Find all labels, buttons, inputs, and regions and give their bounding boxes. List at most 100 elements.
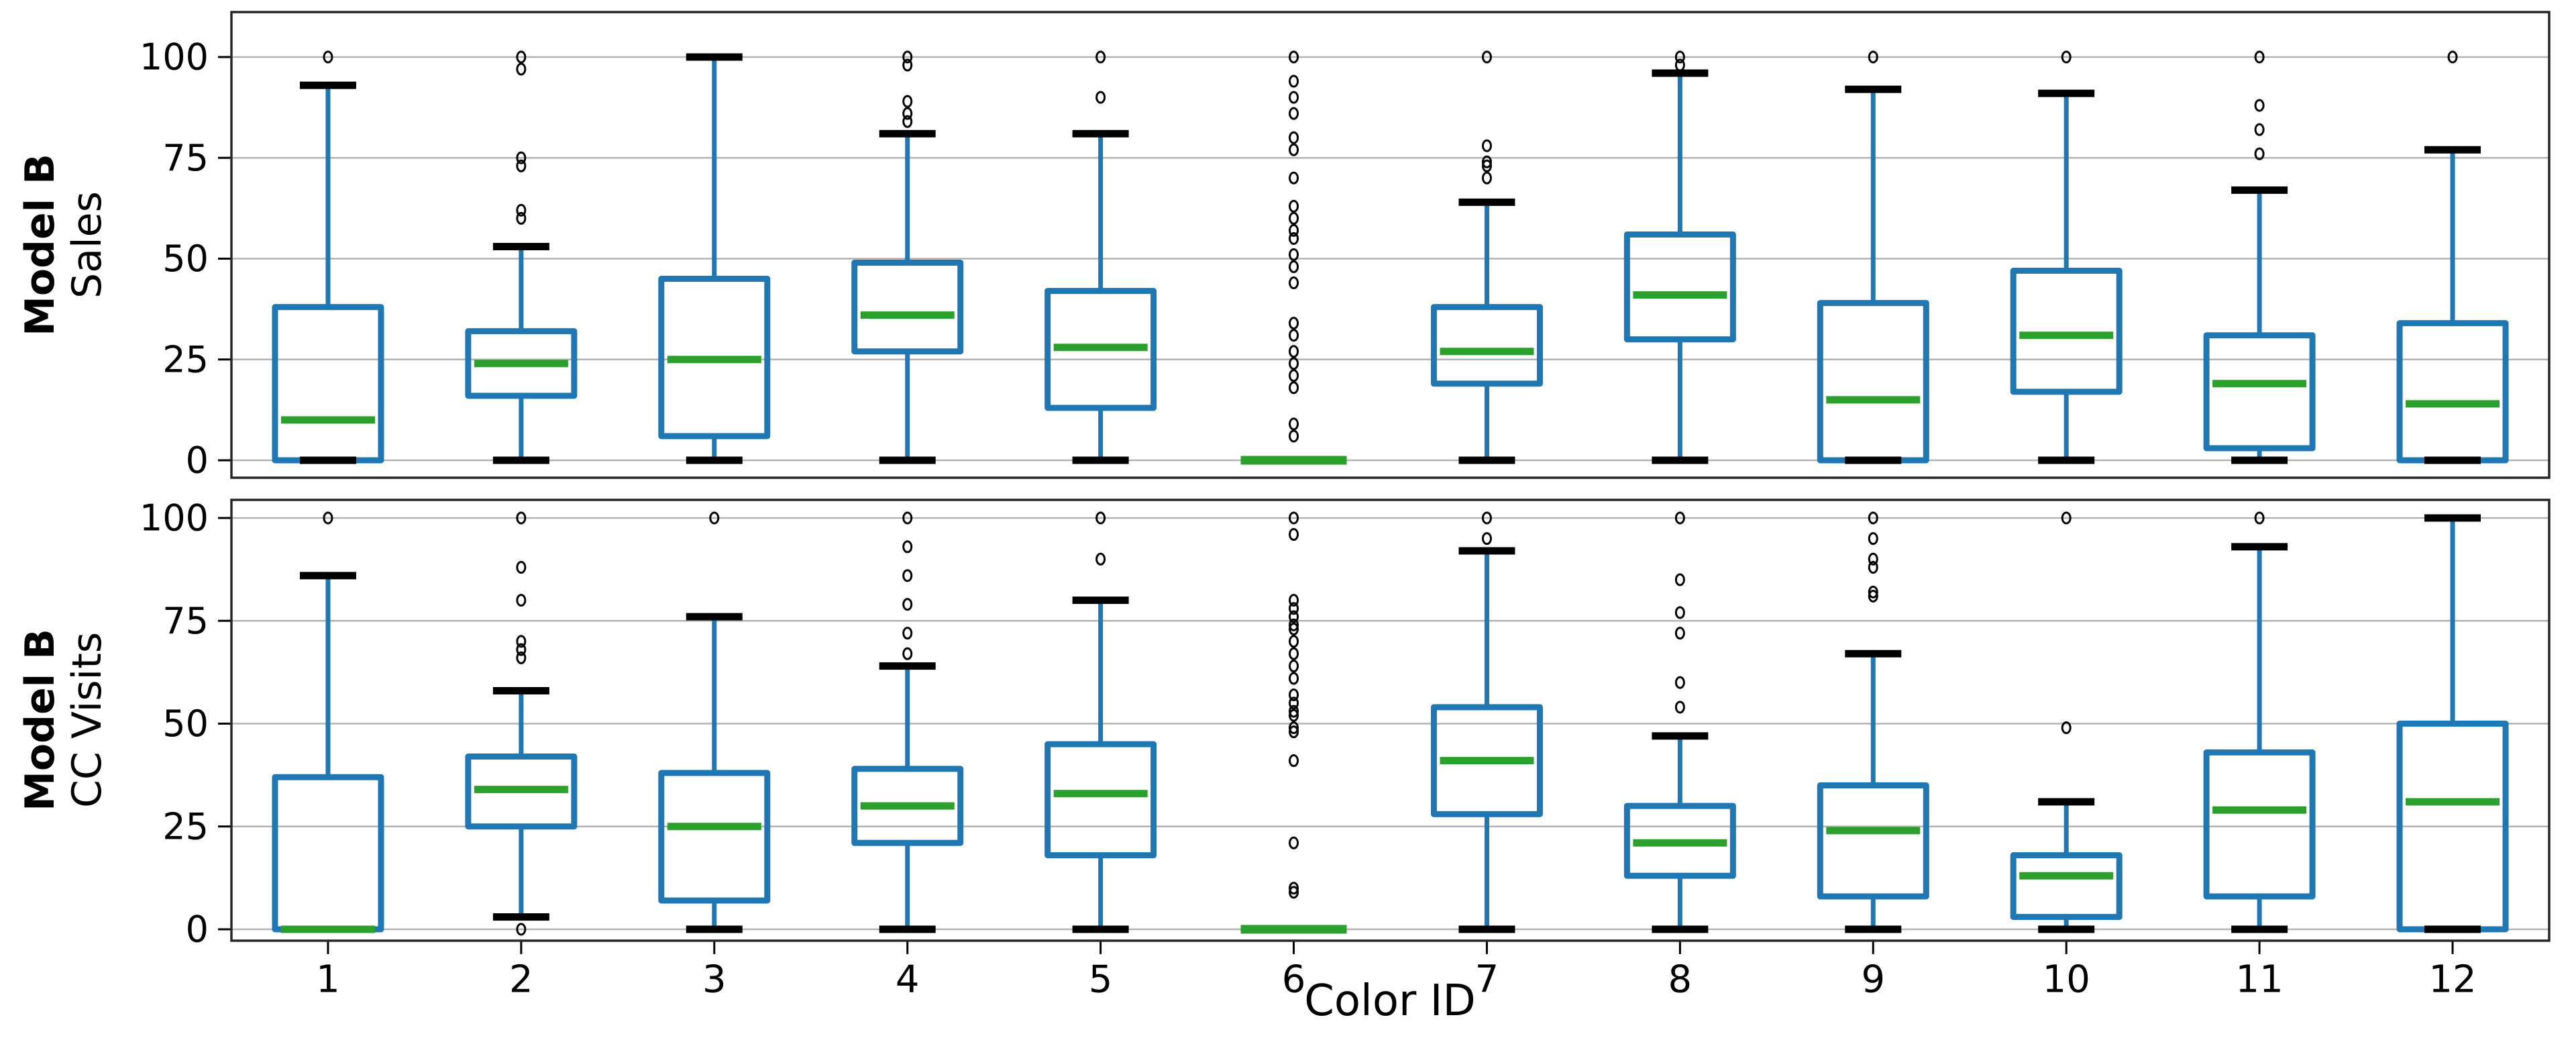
outlier-point	[1289, 709, 1299, 722]
outlier-point	[2254, 50, 2265, 64]
outlier-point	[1289, 345, 1299, 358]
outlier-point	[1868, 50, 1878, 64]
outlier-point	[516, 50, 527, 64]
outlier-point	[1289, 357, 1299, 370]
outlier-point	[516, 651, 527, 664]
box	[272, 304, 384, 464]
outlier-point	[1289, 705, 1299, 718]
x-tick-label: 12	[2428, 958, 2476, 1002]
outlier-point	[516, 211, 527, 225]
outlier-point	[2061, 50, 2072, 64]
outlier-point	[902, 647, 913, 660]
outlier-point	[1868, 589, 1878, 603]
outlier-point	[902, 107, 913, 120]
box	[2203, 332, 2316, 452]
box	[1044, 741, 1157, 859]
box	[1430, 704, 1543, 817]
outlier-point	[1674, 676, 1685, 689]
outlier-point	[1481, 155, 1492, 168]
outlier-point	[1674, 511, 1685, 525]
outlier-point	[1095, 91, 1106, 104]
outlier-point	[1289, 660, 1299, 673]
outlier-point	[902, 540, 913, 554]
box	[272, 774, 384, 933]
outlier-point	[1289, 74, 1299, 88]
y-tick-label: 0	[186, 439, 209, 482]
outlier-point	[1289, 647, 1299, 660]
outlier-point	[902, 95, 913, 108]
x-tick-label: 7	[1475, 958, 1499, 1002]
outlier-point	[516, 561, 527, 574]
outlier-point	[1289, 223, 1299, 237]
outlier-point	[1868, 532, 1878, 545]
outlier-point	[902, 627, 913, 640]
outlier-point	[902, 511, 913, 525]
outlier-point	[1095, 50, 1106, 64]
outlier-point	[1289, 594, 1299, 607]
outlier-point	[1289, 610, 1299, 623]
box	[465, 328, 578, 399]
outlier-point	[1095, 511, 1106, 525]
outlier-point	[1674, 58, 1685, 72]
outlier-point	[1481, 532, 1492, 545]
outlier-point	[1289, 329, 1299, 342]
outlier-point	[2061, 721, 2072, 735]
outlier-point	[1289, 886, 1299, 899]
box	[1430, 304, 1543, 387]
outlier-point	[709, 511, 720, 525]
outlier-point	[2061, 511, 2072, 525]
box	[851, 260, 964, 355]
x-tick-label: 11	[2235, 958, 2283, 1002]
outlier-point	[1481, 50, 1492, 64]
outlier-point	[2254, 99, 2265, 112]
outlier-point	[1481, 159, 1492, 172]
outlier-point	[1289, 511, 1299, 525]
outlier-point	[1289, 143, 1299, 156]
y-axis-label-bottom-main: Model B	[17, 629, 64, 811]
y-axis-label-top-main: Model B	[17, 154, 64, 336]
outlier-point	[1289, 688, 1299, 702]
outlier-point	[1481, 511, 1492, 525]
x-tick-label: 9	[1861, 958, 1885, 1002]
outlier-point	[1289, 171, 1299, 185]
outlier-point	[1289, 836, 1299, 849]
outlier-point	[1289, 91, 1299, 104]
outlier-point	[1481, 139, 1492, 152]
outlier-point	[2447, 50, 2458, 64]
box	[2010, 852, 2123, 921]
x-tick-label: 4	[896, 958, 920, 1002]
y-axis-label-top-sub: Sales	[64, 191, 111, 299]
x-tick-label: 8	[1668, 958, 1693, 1002]
outlier-point	[902, 50, 913, 64]
box	[658, 770, 771, 904]
box	[2203, 749, 2316, 900]
outlier-point	[1289, 199, 1299, 213]
y-tick-label: 100	[140, 497, 209, 539]
x-tick-label: 5	[1089, 958, 1113, 1002]
outlier-point	[2254, 511, 2265, 525]
outlier-point	[2254, 123, 2265, 136]
outlier-point	[1289, 369, 1299, 382]
box	[1044, 288, 1157, 411]
box	[1817, 300, 1929, 464]
outlier-point	[516, 151, 527, 164]
outlier-point	[1289, 260, 1299, 274]
outlier-point	[516, 62, 527, 76]
outlier-point	[323, 50, 333, 64]
outlier-point	[1289, 672, 1299, 685]
outlier-point	[1289, 131, 1299, 144]
outlier-point	[516, 511, 527, 525]
y-tick-label: 50	[162, 238, 209, 280]
outlier-point	[1289, 429, 1299, 443]
outlier-point	[1868, 511, 1878, 525]
x-tick-label: 3	[702, 958, 727, 1002]
y-tick-label: 0	[186, 908, 209, 951]
outlier-point	[1289, 721, 1299, 735]
x-tick-label: 6	[1282, 958, 1306, 1002]
panel-frame	[230, 11, 2551, 479]
outlier-point	[1674, 700, 1685, 714]
outlier-point	[1289, 635, 1299, 648]
outlier-point	[1289, 417, 1299, 431]
